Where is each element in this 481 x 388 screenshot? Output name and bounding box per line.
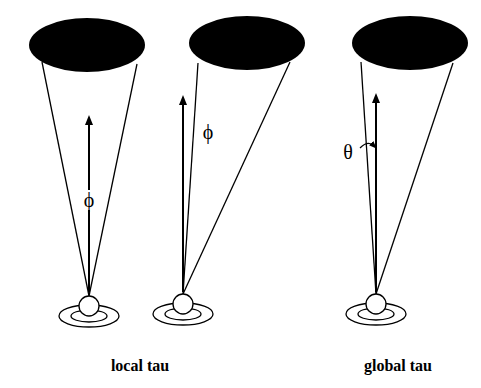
object <box>352 16 468 70</box>
angle-symbol: ϕ <box>83 190 96 210</box>
caption-label: local tau <box>111 358 169 374</box>
caption-label: global tau <box>364 358 432 374</box>
object <box>189 16 305 70</box>
angle-symbol: ϕ <box>202 122 215 142</box>
object <box>29 18 145 72</box>
angle-symbol: θ <box>342 142 354 162</box>
